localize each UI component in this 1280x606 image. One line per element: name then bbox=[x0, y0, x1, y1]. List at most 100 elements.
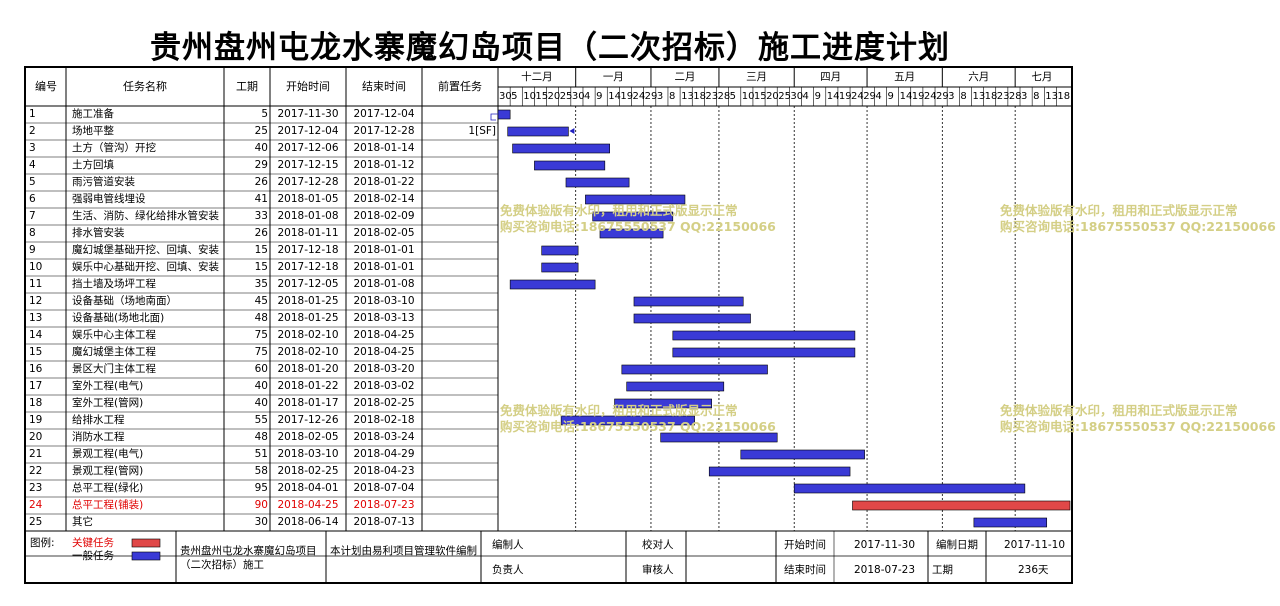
footer-start-value: 2017-11-30 bbox=[854, 539, 916, 551]
task-id-cell: 20 bbox=[29, 431, 43, 443]
day-tick-label: 14 bbox=[826, 91, 840, 102]
task-bar[interactable] bbox=[633, 296, 744, 307]
task-pred-cell: 1[SF] bbox=[468, 125, 496, 137]
task-end-cell: 2018-01-01 bbox=[353, 261, 415, 273]
task-id-cell: 22 bbox=[29, 465, 43, 477]
task-bar[interactable] bbox=[614, 398, 712, 409]
task-duration-cell: 75 bbox=[254, 346, 268, 358]
task-id-cell: 7 bbox=[29, 210, 36, 222]
footer-checked-by: 校对人 bbox=[642, 539, 674, 551]
task-bar[interactable] bbox=[672, 330, 856, 341]
task-duration-cell: 45 bbox=[254, 295, 268, 307]
task-id-cell: 5 bbox=[29, 176, 36, 188]
task-name-cell: 强弱电管线埋设 bbox=[72, 193, 146, 205]
dependency-arrow bbox=[569, 128, 575, 134]
task-bar[interactable] bbox=[534, 160, 606, 171]
day-tick-label: 30 bbox=[790, 91, 804, 102]
task-end-cell: 2018-04-25 bbox=[353, 329, 415, 341]
day-tick-label: 30 bbox=[571, 91, 585, 102]
day-tick-label: 29 bbox=[936, 91, 949, 102]
task-name-cell: 景观工程(电气) bbox=[72, 448, 144, 460]
task-bar[interactable] bbox=[708, 466, 851, 477]
critical-task-bar[interactable] bbox=[852, 500, 1071, 511]
month-label: 二月 bbox=[674, 71, 696, 83]
task-bar[interactable] bbox=[740, 449, 865, 460]
footer-end-label: 结束时间 bbox=[784, 564, 826, 576]
task-end-cell: 2018-03-24 bbox=[353, 431, 415, 443]
task-duration-cell: 51 bbox=[254, 448, 268, 460]
header-pred: 前置任务 bbox=[438, 80, 482, 93]
task-bar[interactable] bbox=[512, 143, 610, 154]
task-duration-cell: 90 bbox=[254, 499, 268, 511]
task-start-cell: 2017-12-18 bbox=[277, 261, 339, 273]
day-tick-label: 29 bbox=[644, 91, 658, 102]
day-tick-label: 23 bbox=[705, 91, 719, 102]
task-end-cell: 2018-07-23 bbox=[353, 499, 415, 511]
watermark-line1: 免费体验版有水印，租用和正式版显示正常 bbox=[1000, 403, 1238, 418]
task-bar[interactable] bbox=[585, 194, 686, 205]
month-label: 四月 bbox=[820, 71, 842, 83]
task-duration-cell: 48 bbox=[254, 312, 268, 324]
footer-made-date-value: 2017-11-10 bbox=[1004, 539, 1066, 551]
task-duration-cell: 5 bbox=[261, 108, 268, 120]
task-start-cell: 2018-06-14 bbox=[277, 516, 339, 528]
task-bar[interactable] bbox=[560, 415, 695, 426]
day-tick-label: 3 bbox=[948, 91, 955, 102]
day-tick-label: 14 bbox=[608, 91, 621, 102]
task-start-cell: 2018-01-25 bbox=[277, 312, 339, 324]
task-start-cell: 2018-01-22 bbox=[277, 380, 339, 392]
day-tick-label: 10 bbox=[523, 91, 536, 102]
task-name-cell: 设备基础（场地南面） bbox=[72, 295, 177, 307]
header-end: 结束时间 bbox=[362, 80, 406, 93]
task-bar[interactable] bbox=[633, 313, 751, 324]
task-end-cell: 2018-01-01 bbox=[353, 244, 415, 256]
task-id-cell: 12 bbox=[29, 295, 43, 307]
task-end-cell: 2018-04-25 bbox=[353, 346, 415, 358]
day-tick-label: 9 bbox=[814, 91, 821, 102]
task-bar[interactable] bbox=[565, 177, 630, 188]
task-bar[interactable] bbox=[541, 262, 579, 273]
task-bar[interactable] bbox=[973, 517, 1048, 528]
task-end-cell: 2018-04-29 bbox=[353, 448, 415, 460]
task-bar[interactable] bbox=[509, 279, 596, 290]
task-end-cell: 2018-02-25 bbox=[353, 397, 415, 409]
task-id-cell: 1 bbox=[29, 108, 36, 120]
task-name-cell: 土方（管沟）开挖 bbox=[72, 142, 156, 154]
day-tick-label: 8 bbox=[668, 91, 676, 102]
task-name-cell: 室外工程(电气) bbox=[72, 380, 144, 392]
task-name-cell: 景观工程(管网) bbox=[72, 465, 144, 477]
day-tick-label: 24 bbox=[923, 91, 937, 102]
month-label: 十二月 bbox=[521, 71, 553, 83]
day-tick-label: 20 bbox=[766, 91, 779, 102]
legend-label: 图例: bbox=[30, 537, 55, 549]
task-bar[interactable] bbox=[507, 126, 569, 137]
task-bar[interactable] bbox=[541, 245, 579, 256]
task-end-cell: 2018-02-09 bbox=[353, 210, 415, 222]
task-bar[interactable] bbox=[592, 211, 674, 222]
task-bar[interactable] bbox=[497, 109, 511, 120]
task-id-cell: 2 bbox=[29, 125, 36, 137]
task-bar[interactable] bbox=[660, 432, 778, 443]
task-end-cell: 2018-03-10 bbox=[353, 295, 415, 307]
task-id-cell: 9 bbox=[29, 244, 36, 256]
task-end-cell: 2017-12-04 bbox=[353, 108, 415, 120]
task-start-cell: 2018-01-11 bbox=[277, 227, 339, 239]
footer-prepared-by: 编制人 bbox=[492, 539, 524, 551]
task-start-cell: 2018-01-20 bbox=[277, 363, 339, 375]
day-tick-label: 8 bbox=[960, 91, 967, 102]
task-duration-cell: 15 bbox=[254, 244, 268, 256]
task-id-cell: 10 bbox=[29, 261, 43, 273]
day-tick-label: 30 bbox=[499, 91, 512, 102]
task-start-cell: 2018-04-01 bbox=[277, 482, 339, 494]
task-bar[interactable] bbox=[626, 381, 725, 392]
task-bar[interactable] bbox=[793, 483, 1026, 494]
task-duration-cell: 60 bbox=[254, 363, 268, 375]
task-bar[interactable] bbox=[672, 347, 856, 358]
legend-normal-swatch bbox=[131, 551, 161, 561]
task-bar[interactable] bbox=[599, 228, 664, 239]
task-name-cell: 消防水工程 bbox=[72, 431, 125, 443]
legend-critical-label: 关键任务 bbox=[72, 537, 114, 549]
task-bar[interactable] bbox=[621, 364, 768, 375]
day-tick-label: 9 bbox=[887, 91, 894, 102]
day-tick-label: 5 bbox=[511, 91, 518, 102]
